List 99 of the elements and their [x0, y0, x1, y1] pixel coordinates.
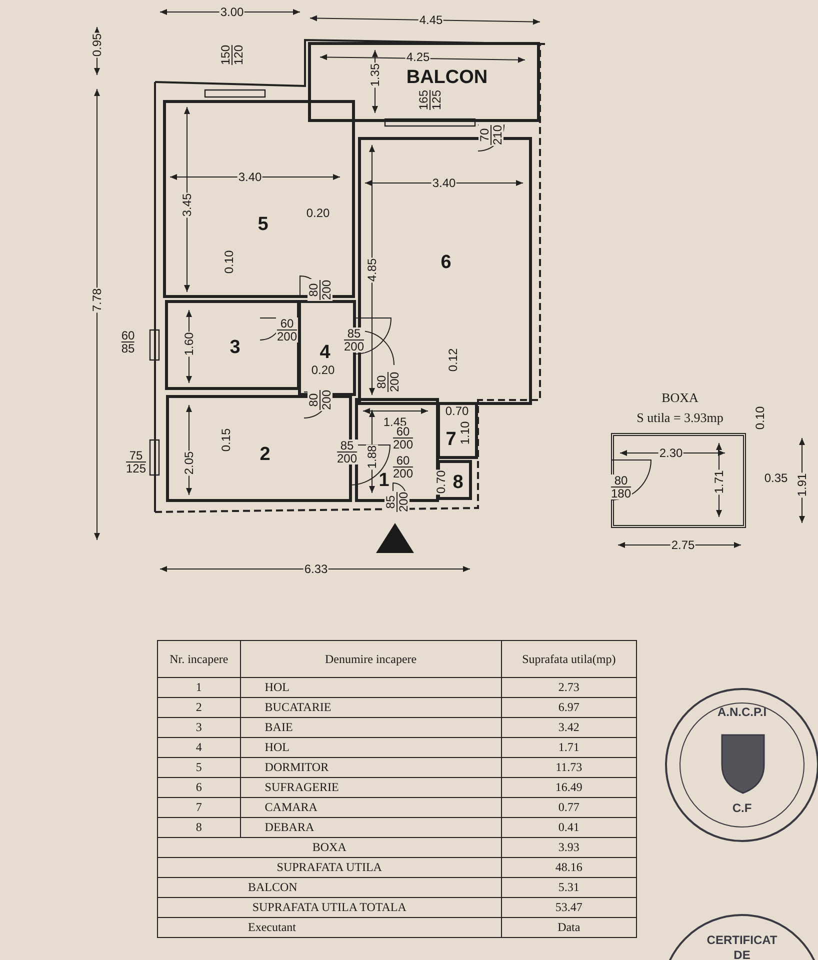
room-number: 6 — [158, 778, 240, 798]
dimension-value: 1.45 — [382, 416, 408, 428]
row-label: BALCON — [158, 878, 502, 898]
stamp-text: DE — [734, 948, 750, 960]
room-name: BUCATARIE — [240, 698, 502, 718]
area-value: 3.42 — [501, 718, 636, 738]
room-number: 7 — [446, 429, 456, 451]
room-name: BALCON — [406, 67, 488, 89]
dimension-value: 0.35 — [763, 472, 789, 484]
row-label: Executant — [158, 918, 502, 938]
dimension-value: 1.35 — [369, 62, 381, 88]
area-value: 5.31 — [501, 878, 636, 898]
dimension-value: 0.70 — [435, 469, 447, 495]
area-value: 3.93 — [501, 838, 636, 858]
room-name: HOL — [240, 678, 502, 698]
opening-size-label: 80 180 — [610, 474, 632, 500]
row-label: BOXA — [158, 838, 502, 858]
dimension-value: 4.25 — [405, 51, 431, 63]
room-number: 2 — [158, 698, 240, 718]
room-name: DEBARA — [240, 818, 502, 838]
room-number: 1 — [158, 678, 240, 698]
opening-size-label: 80 200 — [308, 388, 332, 412]
room-number: 3 — [158, 718, 240, 738]
dimension-value: 0.10 — [223, 249, 235, 275]
opening-size-label: 60 200 — [276, 318, 298, 342]
area-value: 2.73 — [501, 678, 636, 698]
opening-size-label: 85 200 — [342, 328, 366, 352]
dimension-value: 0.20 — [305, 207, 331, 219]
opening-size-label: 70 210 — [478, 124, 504, 146]
room-name: CAMARA — [240, 798, 502, 818]
dimension-value: 0.15 — [220, 427, 232, 453]
dimension-value: 3.45 — [181, 192, 193, 218]
dimension-value: 1.91 — [796, 472, 808, 498]
dimension-value: 7.78 — [91, 287, 103, 313]
column-header: Suprafata utila(mp) — [501, 640, 636, 678]
column-header: Denumire incapere — [240, 640, 502, 678]
room-number: 8 — [158, 818, 240, 838]
column-header: Data — [501, 918, 636, 938]
area-value: 48.16 — [501, 858, 636, 878]
room-number: 4 — [158, 738, 240, 758]
area-value: 0.41 — [501, 818, 636, 838]
dimension-value: 2.75 — [670, 539, 696, 551]
dimension-value: 0.95 — [91, 32, 103, 58]
balcony-outline — [308, 42, 540, 122]
opening-size-label: 150 120 — [220, 44, 244, 66]
dimension-value: 0.20 — [310, 364, 336, 376]
room-number: 2 — [260, 444, 270, 466]
area-value: 11.73 — [501, 758, 636, 778]
dimension-value: 2.05 — [183, 450, 195, 476]
room-outline — [163, 100, 355, 298]
dimension-value: 1.88 — [366, 444, 378, 470]
room-number: 1 — [378, 470, 390, 492]
area-value: 1.71 — [501, 738, 636, 758]
dimension-value: 0.10 — [754, 405, 766, 431]
row-label: SUPRAFATA UTILA TOTALA — [158, 898, 502, 918]
opening-size-label: 75 125 — [124, 450, 148, 474]
opening-size-label: 85 200 — [336, 440, 358, 464]
area-note: S utila = 3.93mp — [636, 410, 724, 426]
room-number: 4 — [320, 342, 330, 364]
opening-size-label: 85 200 — [384, 490, 410, 514]
stamp-text: CERTIFICAT — [706, 933, 778, 947]
opening-size-label: 80 200 — [376, 370, 400, 394]
room-number: 5 — [258, 214, 268, 236]
storage-room-title: BOXA — [660, 390, 700, 406]
room-name: SUFRAGERIE — [240, 778, 502, 798]
room-name: HOL — [240, 738, 502, 758]
row-label: SUPRAFATA UTILA — [158, 858, 502, 878]
opening-size-label: 60 200 — [392, 454, 414, 480]
opening-size-label: 80 200 — [308, 278, 332, 302]
dimension-value: 3.40 — [431, 177, 457, 189]
room-name: BAIE — [240, 718, 502, 738]
dimension-value: 4.45 — [418, 14, 444, 26]
dimension-value: 3.00 — [219, 6, 245, 18]
area-value: 16.49 — [501, 778, 636, 798]
room-number: 3 — [230, 337, 240, 359]
area-value: 53.47 — [501, 898, 636, 918]
room-number: 6 — [440, 252, 452, 274]
room-number: 7 — [158, 798, 240, 818]
room-outline — [437, 402, 478, 459]
dimension-value: 3.40 — [237, 171, 263, 183]
dimension-value: 0.12 — [447, 347, 459, 373]
dimension-value: 6.33 — [303, 563, 329, 575]
dimension-value: 1.10 — [459, 420, 471, 446]
area-value: 0.77 — [501, 798, 636, 818]
dimension-value: 0.70 — [444, 405, 470, 417]
opening-size-label: 165 125 — [418, 88, 442, 112]
opening-size-label: 60 200 — [392, 426, 414, 450]
opening-size-label: 60 85 — [120, 330, 136, 354]
room-number: 8 — [452, 472, 464, 494]
column-header: Nr. incapere — [158, 640, 240, 678]
room-name: DORMITOR — [240, 758, 502, 778]
area-value: 6.97 — [501, 698, 636, 718]
dimension-value: 2.30 — [658, 447, 684, 459]
dimension-value: 4.85 — [366, 257, 378, 283]
stamp-text: A.N.C.P.I — [717, 705, 767, 719]
stamp-text: C.F — [732, 801, 752, 815]
dimension-value: 1.60 — [183, 331, 195, 357]
room-number: 5 — [158, 758, 240, 778]
dimension-value: 1.71 — [713, 469, 725, 495]
